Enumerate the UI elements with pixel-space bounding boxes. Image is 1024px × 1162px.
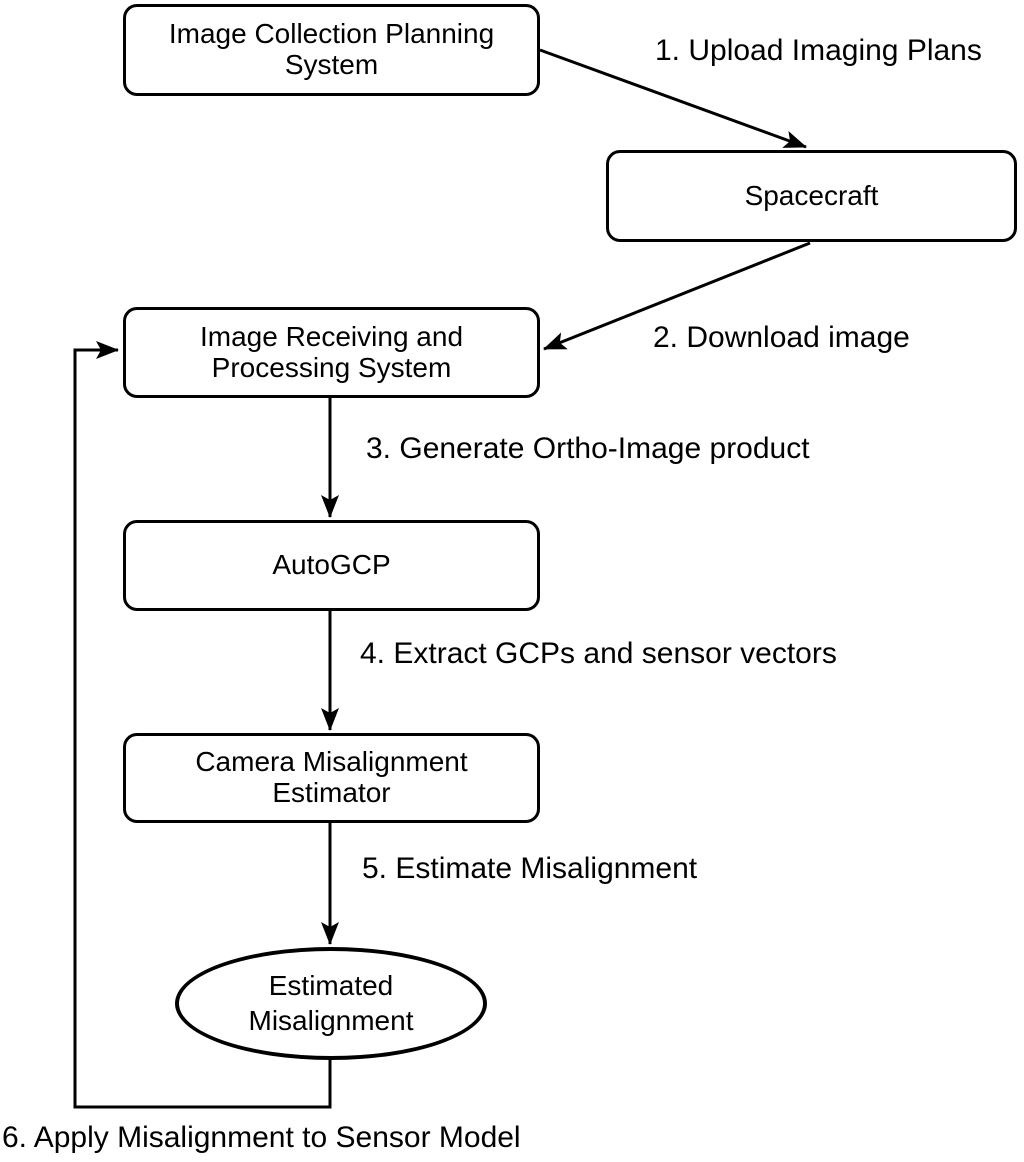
edge-label-download-image: 2. Download image — [653, 321, 910, 354]
node-label: Image Receiving and Processing System — [199, 320, 464, 383]
node-image-collection-planning-system: Image Collection Planning System — [123, 4, 540, 96]
edge-label-apply-misalignment-to-sensor-model: 6. Apply Misalignment to Sensor Model — [2, 1121, 521, 1154]
node-label: Camera Misalignment Estimator — [195, 746, 468, 808]
node-image-receiving-processing-system: Image Receiving and Processing System — [123, 307, 540, 398]
edge-label-extract-gcps-sensor-vectors: 4. Extract GCPs and sensor vectors — [360, 637, 837, 670]
node-autogcp: AutoGCP — [123, 520, 540, 611]
node-label: Image Collection Planning System — [168, 18, 495, 80]
node-label: Spacecraft — [744, 179, 879, 211]
edge-6-feedback-loop-arrow — [73, 341, 332, 1109]
node-estimated-misalignment: Estimated Misalignment — [175, 947, 487, 1060]
node-spacecraft: Spacecraft — [606, 150, 1017, 242]
node-label: Estimated Misalignment — [248, 970, 414, 1036]
edge-label-upload-imaging-plans: 1. Upload Imaging Plans — [655, 34, 982, 67]
edge-2-download-image-arrow — [543, 241, 811, 351]
edge-label-estimate-misalignment: 5. Estimate Misalignment — [362, 852, 698, 885]
node-camera-misalignment-estimator: Camera Misalignment Estimator — [123, 733, 540, 823]
node-label: AutoGCP — [272, 549, 391, 581]
edge-1-upload-plans-arrow — [539, 48, 807, 149]
edge-label-generate-ortho-image-product: 3. Generate Ortho-Image product — [366, 432, 810, 465]
